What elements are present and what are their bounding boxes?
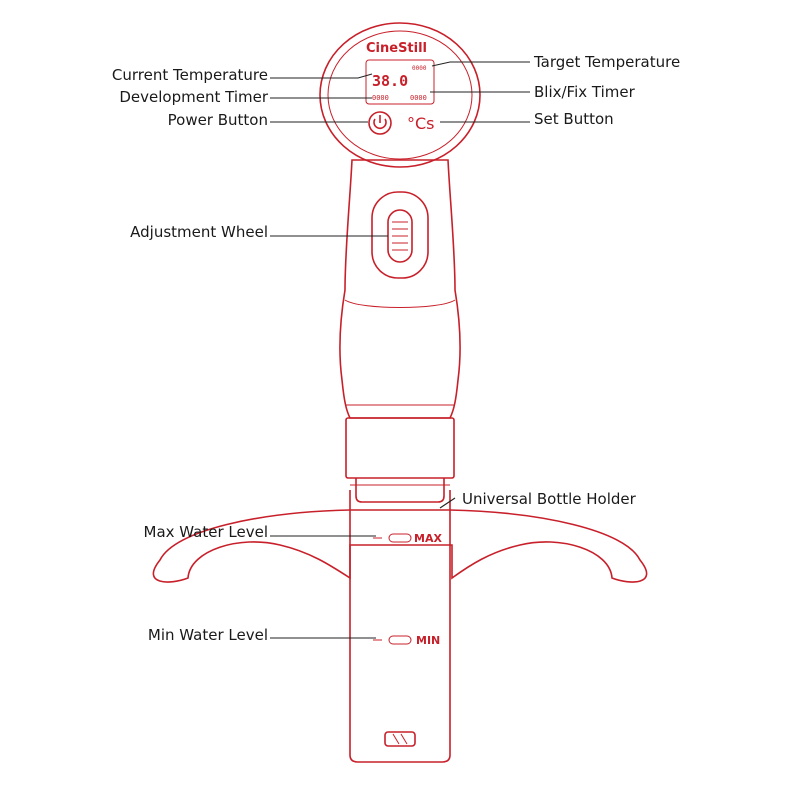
- clamp-foot: [355, 478, 445, 503]
- label-current-temperature: Current Temperature: [112, 66, 268, 84]
- handle-grip-line: [344, 299, 456, 308]
- label-blix-fix-timer: Blix/Fix Timer: [534, 83, 636, 101]
- label-adjustment-wheel: Adjustment Wheel: [130, 223, 268, 241]
- label-power-button: Power Button: [168, 111, 268, 129]
- label-min-water-level: Min Water Level: [148, 626, 268, 644]
- adjustment-wheel-housing: [371, 191, 429, 279]
- control-head-inner: [327, 30, 473, 160]
- lcd-sub-right: 0000: [410, 94, 427, 102]
- max-mark: MAX: [414, 532, 442, 545]
- set-button[interactable]: °Cs: [407, 114, 435, 133]
- lcd-corner-readout: 0000: [412, 65, 427, 72]
- power-icon: [373, 118, 387, 130]
- label-set-button: Set Button: [534, 110, 614, 128]
- max-level-indicator: [388, 533, 412, 543]
- lcd-main-readout: 38.0: [372, 72, 408, 90]
- bottom-vent: [384, 731, 416, 747]
- vent-slot: [392, 733, 400, 745]
- handle-body: [339, 159, 461, 419]
- bottle-holder: [152, 509, 648, 583]
- vent-slot: [400, 733, 408, 745]
- lcd-display: [365, 59, 435, 105]
- brand-logo: CineStill: [366, 41, 427, 56]
- min-level-indicator: [388, 635, 412, 645]
- leader-lines: [270, 61, 530, 639]
- wheel-ridges: [392, 221, 408, 251]
- submersion-tube: [349, 490, 451, 763]
- label-max-water-level: Max Water Level: [144, 523, 268, 541]
- label-universal-bottle-holder: Universal Bottle Holder: [462, 490, 637, 508]
- lcd-sub-left: 0000: [372, 94, 389, 102]
- control-head-outer: [319, 22, 481, 168]
- label-development-timer: Development Timer: [119, 88, 268, 106]
- power-button[interactable]: [368, 111, 392, 135]
- clamp-block: [345, 417, 455, 479]
- min-mark: MIN: [416, 634, 440, 647]
- label-target-temperature: Target Temperature: [533, 53, 680, 71]
